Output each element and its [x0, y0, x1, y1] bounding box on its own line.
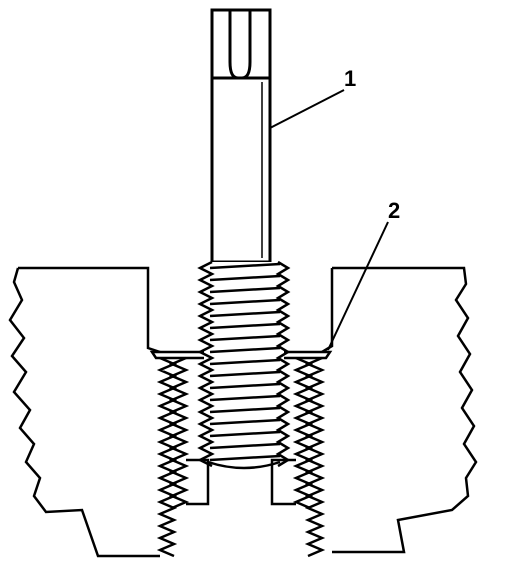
bore-thread-left-outer — [156, 356, 178, 558]
tap-thread-crest — [209, 358, 281, 366]
tap-thread-crest — [209, 418, 281, 426]
tap-thread-crest — [209, 322, 281, 330]
tap-thread-crest — [209, 286, 281, 294]
tap-thread-crest — [209, 274, 281, 282]
tap-thread-crest — [209, 454, 281, 462]
tap-thread-crest — [209, 382, 281, 390]
callout-label-1: 1 — [344, 66, 356, 91]
callout-label-2: 2 — [388, 198, 400, 223]
tap-thread-crest — [209, 370, 281, 378]
bore-threads-left — [156, 356, 190, 558]
tap-thread-crest — [209, 406, 281, 414]
tool-drive-slot-left — [228, 10, 239, 80]
tap-thread-crest — [209, 298, 281, 306]
insert-bottom — [186, 458, 296, 506]
tap-thread-crest — [209, 430, 281, 438]
tap-thread-left-flank — [197, 260, 215, 468]
tap-thread-right-flank — [275, 260, 291, 468]
tap-thread-crest — [209, 334, 281, 342]
tap-thread-crest — [209, 442, 281, 450]
tap-thread-crest — [209, 394, 281, 402]
tool-shank — [210, 8, 272, 264]
bore-thread-right-inner — [292, 356, 314, 510]
bore-thread-left-inner — [168, 356, 190, 510]
leader-line-2 — [327, 221, 389, 351]
tool-drive-slot-right — [241, 10, 252, 80]
insert-bottom-right — [270, 458, 296, 506]
tap-threads — [197, 260, 291, 470]
tap-end — [207, 460, 281, 470]
leader-lines — [269, 89, 389, 351]
casting-left-outline — [8, 266, 161, 558]
tap-thread-crest — [209, 310, 281, 318]
leader-line-1 — [269, 89, 345, 129]
insert-bottom-left — [186, 458, 210, 506]
tap-thread-crest — [209, 346, 281, 354]
bore-threads-right — [292, 356, 326, 558]
casting-right-outline — [321, 266, 478, 554]
bore-thread-right-outer — [304, 356, 326, 558]
tap-thread-crest — [209, 262, 281, 270]
